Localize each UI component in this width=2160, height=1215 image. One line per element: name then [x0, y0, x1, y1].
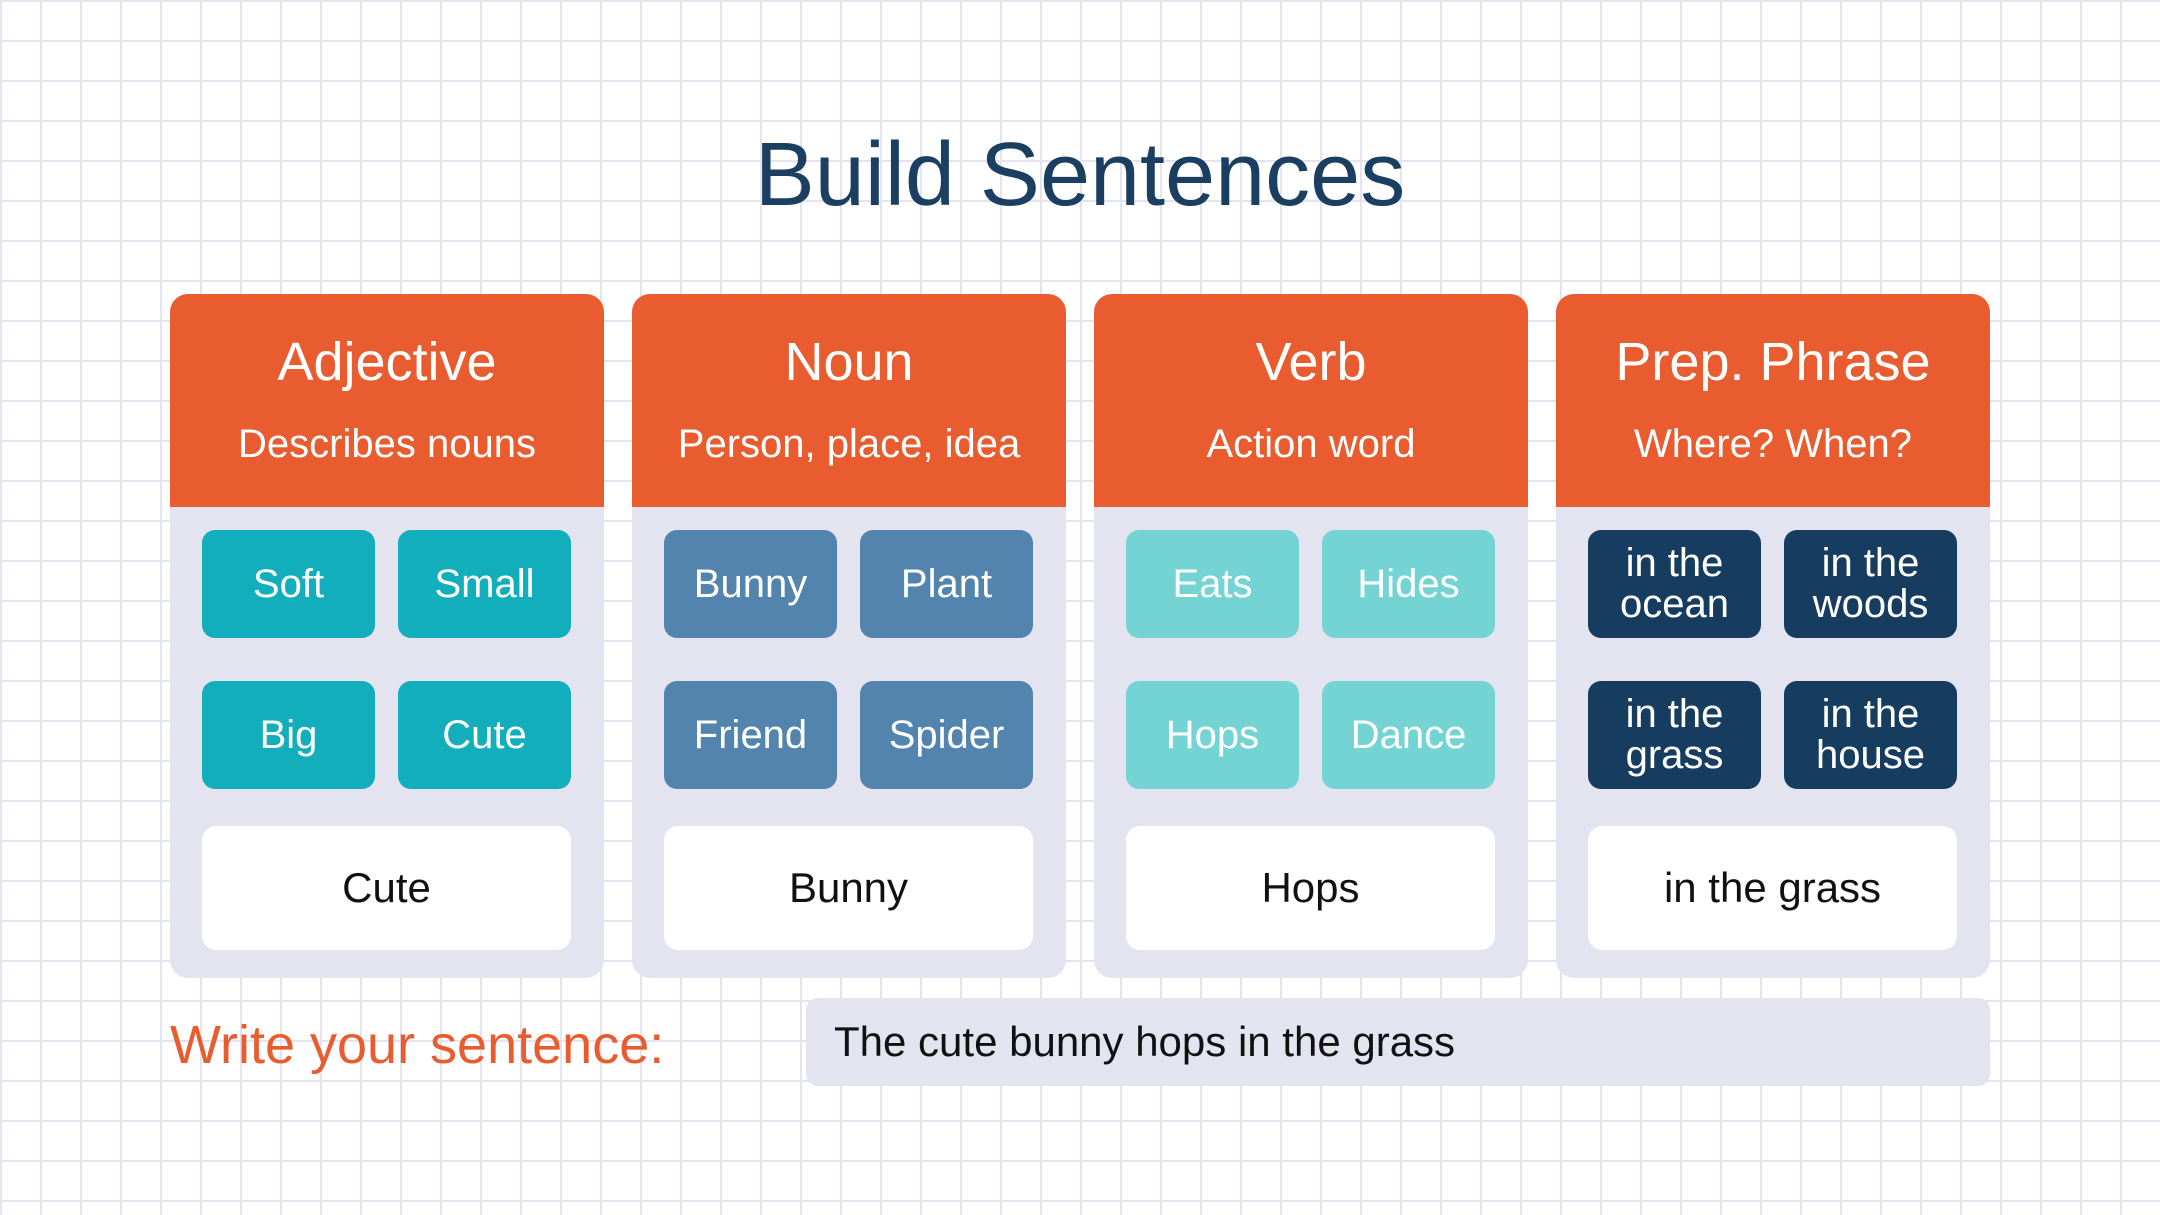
word-tile-in-the-house[interactable]: in the house [1784, 681, 1957, 789]
sentence-label: Write your sentence: [170, 1015, 665, 1075]
word-tile-friend[interactable]: Friend [664, 681, 837, 789]
word-tile-hides[interactable]: Hides [1322, 530, 1495, 638]
column-description: Action word [1206, 422, 1416, 466]
word-tile-in-the-woods[interactable]: in the woods [1784, 530, 1957, 638]
column-description: Person, place, idea [677, 422, 1021, 466]
word-tile-cute[interactable]: Cute [398, 681, 571, 789]
column-adjective: Adjective Describes nouns Soft Small Big… [170, 294, 604, 978]
column-description: Where? When? [1634, 422, 1912, 466]
column-title: Noun [784, 332, 914, 392]
noun-answer-box[interactable]: Bunny [664, 826, 1033, 950]
word-tile-eats[interactable]: Eats [1126, 530, 1299, 638]
column-header: Verb Action word [1094, 294, 1528, 507]
column-title: Prep. Phrase [1615, 332, 1931, 392]
word-tile-hops[interactable]: Hops [1126, 681, 1299, 789]
column-prep-phrase: Prep. Phrase Where? When? in the ocean i… [1556, 294, 1990, 978]
word-tile-soft[interactable]: Soft [202, 530, 375, 638]
column-verb: Verb Action word Eats Hides Hops Dance H… [1094, 294, 1528, 978]
word-tile-in-the-ocean[interactable]: in the ocean [1588, 530, 1761, 638]
word-tile-bunny[interactable]: Bunny [664, 530, 837, 638]
column-header: Noun Person, place, idea [632, 294, 1066, 507]
column-header: Prep. Phrase Where? When? [1556, 294, 1990, 507]
column-noun: Noun Person, place, idea Bunny Plant Fri… [632, 294, 1066, 978]
word-tile-plant[interactable]: Plant [860, 530, 1033, 638]
column-header: Adjective Describes nouns [170, 294, 604, 507]
word-tile-in-the-grass[interactable]: in the grass [1588, 681, 1761, 789]
sentence-input[interactable]: The cute bunny hops in the grass [806, 998, 1990, 1086]
verb-answer-box[interactable]: Hops [1126, 826, 1495, 950]
word-tile-spider[interactable]: Spider [860, 681, 1033, 789]
column-title: Adjective [277, 332, 497, 392]
word-tile-big[interactable]: Big [202, 681, 375, 789]
word-tile-dance[interactable]: Dance [1322, 681, 1495, 789]
adjective-answer-box[interactable]: Cute [202, 826, 571, 950]
column-title: Verb [1255, 332, 1367, 392]
word-tile-small[interactable]: Small [398, 530, 571, 638]
column-description: Describes nouns [238, 422, 536, 466]
page-title: Build Sentences [754, 125, 1406, 225]
prep-phrase-answer-box[interactable]: in the grass [1588, 826, 1957, 950]
